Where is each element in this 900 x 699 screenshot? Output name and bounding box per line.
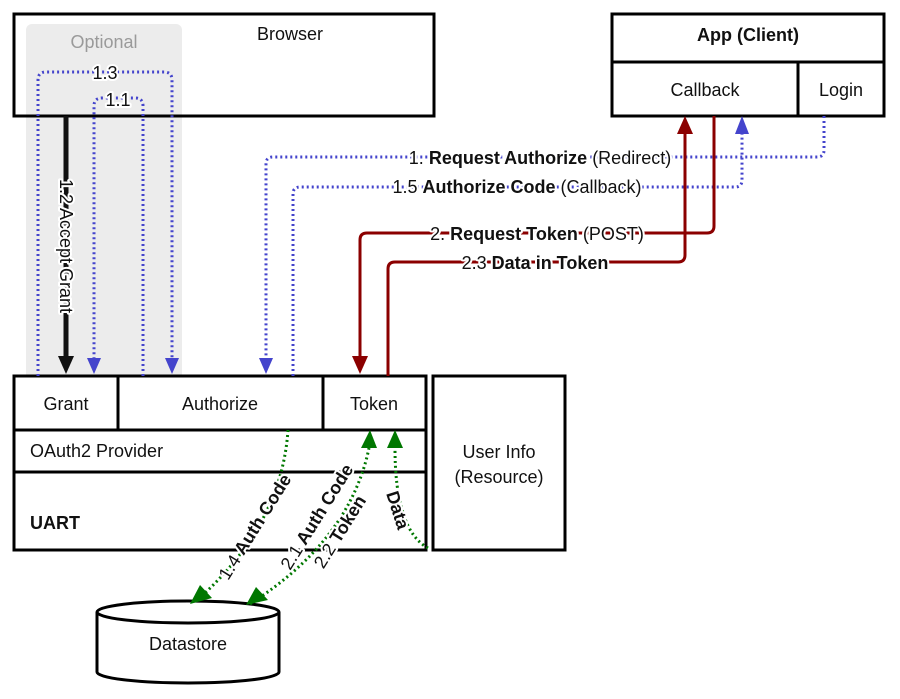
edge-1-arrowhead [259, 358, 273, 374]
user-info-label: User Info [462, 442, 535, 462]
edge-data-arrowhead [387, 430, 403, 448]
edge-1-2-arrowhead [58, 356, 74, 374]
callback-label[interactable]: Callback [670, 80, 740, 100]
edge-2-paren: (POST) [583, 224, 644, 244]
edge-1-1-arrowhead [87, 358, 101, 374]
oauth2-provider-box[interactable] [12, 374, 428, 552]
grant-label[interactable]: Grant [43, 394, 88, 414]
edge-1-4-line [204, 429, 290, 594]
edge-1-3-line [36, 70, 174, 376]
edge-1-2-label: 1.2 Accept Grant [56, 179, 76, 313]
edge-2-num: 2. [430, 224, 445, 244]
token-label[interactable]: Token [350, 394, 398, 414]
optional-label: Optional [70, 32, 137, 52]
edge-1-1-line [92, 96, 145, 376]
edge-2-bold: Request Token [450, 224, 578, 244]
edge-1-3-label: 1.3 [92, 63, 117, 83]
edge-2-1-arrowhead [361, 430, 377, 448]
app-client-label: App (Client) [697, 25, 799, 45]
edge-2-line [358, 116, 716, 358]
oauth2-provider-label: OAuth2 Provider [30, 441, 163, 461]
edge-1-3-arrowhead [165, 358, 179, 374]
edge-1-bold: Request Authorize [429, 148, 587, 168]
edge-1-5-bold: Authorize Code [423, 177, 556, 197]
edge-2-3-bold: Data in Token [492, 253, 609, 273]
edge-2-3-line [386, 134, 687, 376]
app-client-box[interactable] [610, 12, 886, 118]
edge-1-paren: (Redirect) [592, 148, 671, 168]
user-info-box[interactable] [431, 374, 567, 552]
uart-label: UART [30, 513, 80, 533]
authorize-label[interactable]: Authorize [182, 394, 258, 414]
browser-label: Browser [257, 24, 323, 44]
edge-1-5-num: 1.5 [392, 177, 417, 197]
edge-1-5-line [291, 130, 744, 376]
edge-1-5-paren: (Callback) [561, 177, 642, 197]
edge-1-line [264, 116, 826, 368]
edge-1-1-label: 1.1 [105, 90, 130, 110]
edge-2-3-num: 2.3 [462, 253, 487, 273]
login-label[interactable]: Login [819, 80, 863, 100]
edge-2-label: 2. Request Token (POST) [430, 224, 644, 244]
edge-1-num: 1. [409, 148, 424, 168]
edge-2-2-arrowhead [246, 587, 268, 605]
edge-1-label: 1. Request Authorize (Redirect) [409, 148, 671, 168]
browser-box[interactable] [12, 12, 436, 118]
edge-1-4-arrowhead [190, 585, 212, 604]
edge-1-5-label: 1.5 Authorize Code (Callback) [392, 177, 641, 197]
edge-2-arrowhead [352, 356, 368, 374]
edge-2-3-label: 2.3 Data in Token [462, 253, 609, 273]
datastore-label: Datastore [149, 634, 227, 654]
datastore-cylinder[interactable] [95, 599, 281, 685]
edge-1-4-num: 1.4 [215, 551, 245, 583]
resource-label: (Resource) [454, 467, 543, 487]
edge-2-3-arrowhead [677, 116, 693, 134]
edge-1-5-arrowhead [735, 116, 749, 134]
